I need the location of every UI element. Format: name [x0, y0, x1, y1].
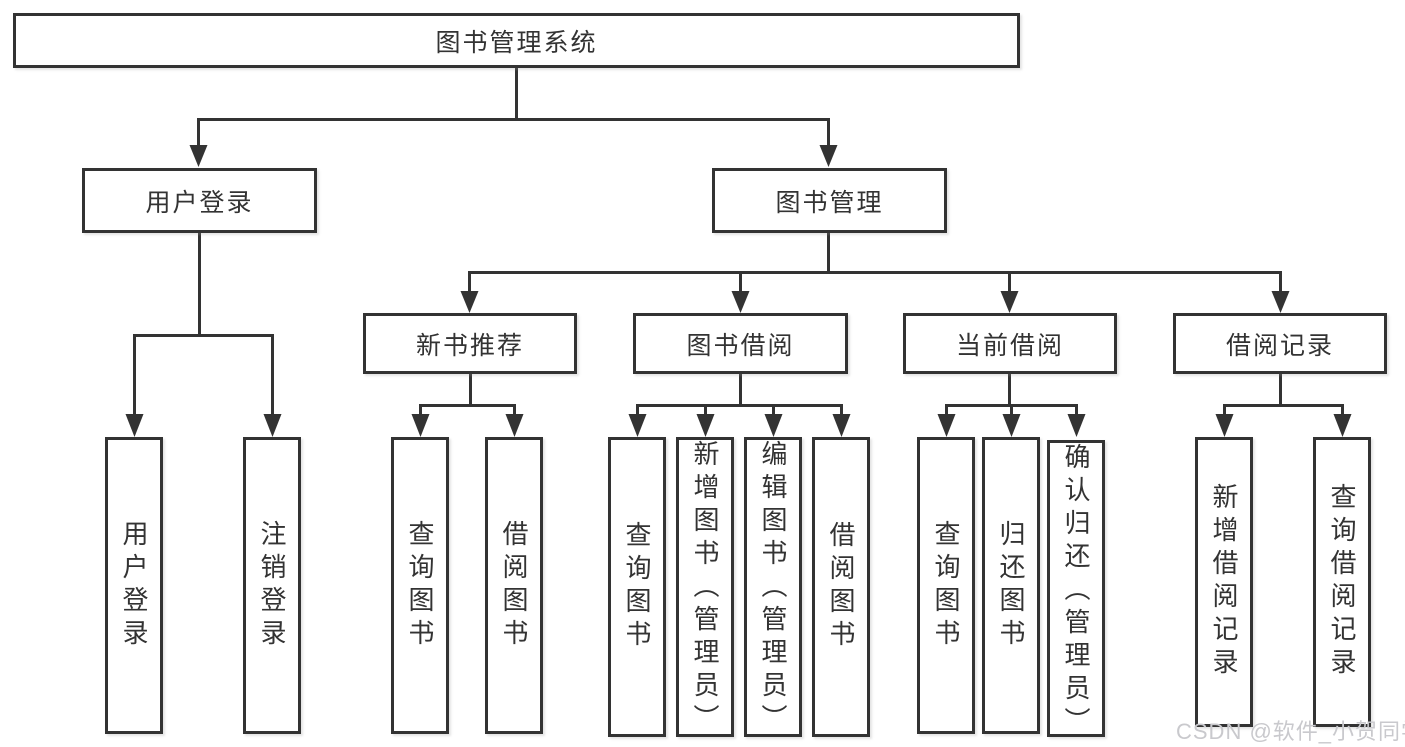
connector-user-login-group: [133, 232, 274, 416]
leaf-query-books-borrow-label: 查询图书: [622, 521, 652, 653]
arrowhead-book-borrow: [731, 291, 750, 313]
node-user-login-label: 用户登录: [145, 188, 254, 217]
arrowhead-user-login: [189, 145, 208, 167]
arrowheads-current-borrow-group: [937, 414, 1086, 437]
leaf-edit-books-admin-label: 编辑图书（管理员）: [758, 440, 788, 737]
arrowhead-leaf-return-books: [1002, 414, 1021, 437]
arrowhead-leaf-user-login: [125, 414, 144, 437]
leaf-logout-login-label: 注销登录: [257, 519, 287, 652]
node-borrow-records: 借阅记录: [1173, 313, 1387, 374]
arrowhead-borrow-records: [1271, 291, 1290, 313]
leaf-borrow-books: 借阅图书: [812, 437, 870, 737]
leaf-edit-books-admin: 编辑图书（管理员）: [744, 437, 802, 737]
node-user-login: 用户登录: [82, 168, 317, 233]
leaf-confirm-return-admin-label: 确认归还（管理员）: [1061, 443, 1091, 740]
leaf-query-books-current: 查询图书: [917, 437, 975, 734]
leaf-query-books-current-label: 查询图书: [931, 519, 961, 652]
arrowhead-leaf-query-books-borrow: [628, 414, 647, 437]
arrowheads-borrow-record-group: [1215, 414, 1352, 437]
leaf-user-login-label: 用户登录: [119, 519, 149, 652]
arrowhead-leaf-query-books-rec: [411, 414, 430, 437]
node-root-label: 图书管理系统: [435, 28, 598, 57]
leaf-borrow-books-label: 借阅图书: [826, 521, 856, 653]
connector-root-to-level2: [197, 67, 830, 147]
leaf-user-login: 用户登录: [105, 437, 163, 734]
arrowhead-leaf-confirm-return: [1067, 414, 1086, 437]
arrowhead-leaf-query-books-current: [937, 414, 956, 437]
arrowhead-leaf-borrow-books-rec: [505, 414, 524, 437]
arrowheads-book-borrow-group: [628, 414, 851, 437]
arrowhead-leaf-add-books-admin: [696, 414, 715, 437]
node-new-book-rec: 新书推荐: [363, 313, 577, 374]
node-book-mgmt: 图书管理: [712, 168, 947, 233]
arrowheads-user-login-group: [125, 414, 282, 437]
arrowhead-new-book-rec: [460, 291, 479, 313]
leaf-query-books-borrow: 查询图书: [608, 437, 666, 737]
connector-borrow-record-group: [1223, 373, 1344, 416]
leaf-borrow-books-rec-label: 借阅图书: [499, 519, 529, 652]
node-new-book-rec-label: 新书推荐: [415, 331, 524, 360]
leaf-query-borrow-record: 查询借阅记录: [1313, 437, 1371, 727]
connector-book-borrow-group: [636, 373, 843, 416]
node-root: 图书管理系统: [13, 13, 1020, 68]
arrowhead-leaf-query-borrow-record: [1333, 414, 1352, 437]
leaf-confirm-return-admin: 确认归还（管理员）: [1047, 440, 1105, 740]
leaf-logout-login: 注销登录: [243, 437, 301, 734]
arrowhead-book-mgmt: [819, 145, 838, 167]
node-book-borrow-label: 图书借阅: [686, 331, 795, 360]
arrowhead-leaf-add-borrow-record: [1215, 414, 1234, 437]
arrowhead-leaf-borrow-books: [832, 414, 851, 437]
node-current-borrow-label: 当前借阅: [955, 331, 1064, 360]
leaf-query-borrow-record-label: 查询借阅记录: [1327, 483, 1357, 681]
node-book-borrow: 图书借阅: [633, 313, 848, 374]
leaf-add-books-admin: 新增图书（管理员）: [676, 437, 734, 737]
arrowhead-leaf-edit-books-admin: [764, 414, 783, 437]
csdn-watermark: CSDN @软件_小贺同学: [1176, 719, 1405, 744]
node-current-borrow: 当前借阅: [903, 313, 1117, 374]
arrowheads-level3: [460, 291, 1290, 313]
connector-book-mgmt-to-level3: [468, 232, 1282, 293]
leaf-add-borrow-record: 新增借阅记录: [1195, 437, 1253, 727]
arrowhead-leaf-logout: [263, 414, 282, 437]
leaf-return-books: 归还图书: [982, 437, 1040, 734]
leaf-return-books-label: 归还图书: [996, 519, 1026, 652]
arrowheads-new-book-group: [411, 414, 524, 437]
connector-current-borrow-group: [945, 373, 1078, 416]
leaf-query-books-rec-label: 查询图书: [405, 519, 435, 652]
arrowheads-level2: [189, 145, 838, 167]
leaf-add-borrow-record-label: 新增借阅记录: [1209, 483, 1239, 681]
leaf-add-books-admin-label: 新增图书（管理员）: [690, 440, 720, 737]
node-borrow-records-label: 借阅记录: [1225, 331, 1334, 360]
connector-new-book-group: [419, 373, 516, 416]
leaf-borrow-books-rec: 借阅图书: [485, 437, 543, 734]
node-book-mgmt-label: 图书管理: [775, 188, 884, 217]
leaf-query-books-rec: 查询图书: [391, 437, 449, 734]
arrowhead-current-borrow: [1000, 291, 1019, 313]
